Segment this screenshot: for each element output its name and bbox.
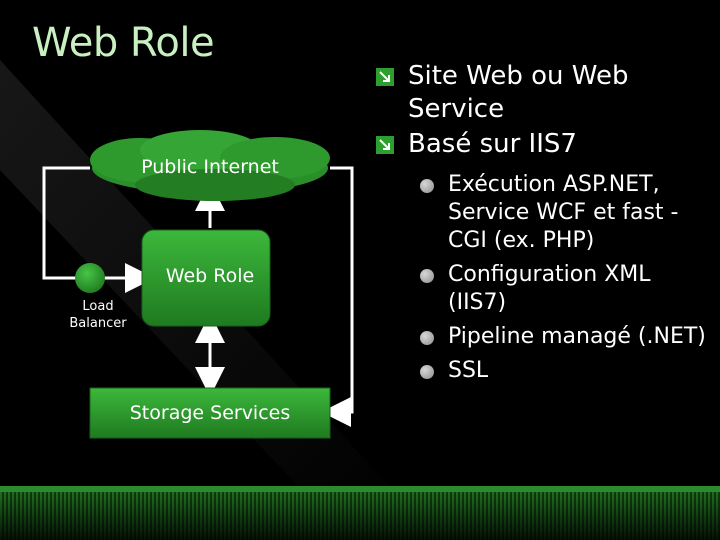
storage-services-box xyxy=(89,387,331,439)
bullet-base-iis7: Basé sur IIS7 xyxy=(372,128,712,161)
bullet-list: Site Web ou Web Service Basé sur IIS7 Ex… xyxy=(372,60,712,391)
public-internet-label: Public Internet xyxy=(141,156,279,178)
sub-bullet-config: Configuration XML (IIS7) xyxy=(372,261,712,317)
bullet-dot-icon xyxy=(420,365,434,379)
bullet-arrow-icon xyxy=(376,68,394,86)
sub-bullet-pipeline: Pipeline managé (.NET) xyxy=(372,323,712,351)
bullet-arrow-icon xyxy=(376,136,394,154)
load-balancer-node xyxy=(75,263,105,293)
sub-bullet-text: SSL xyxy=(448,358,489,383)
lb-label-line1: Load xyxy=(82,299,114,314)
sub-bullet-ssl: SSL xyxy=(372,357,712,385)
bullet-site-web: Site Web ou Web Service xyxy=(372,60,712,126)
bullet-dot-icon xyxy=(420,179,434,193)
bullet-dot-icon xyxy=(420,269,434,283)
sub-bullet-aspnet: Exécution ASP.NET, Service WCF et fast -… xyxy=(372,171,712,255)
sub-bullet-text: Pipeline managé (.NET) xyxy=(448,324,706,349)
sub-bullet-text: Exécution ASP.NET, Service WCF et fast -… xyxy=(448,172,679,253)
load-balancer-label: Load Balancer xyxy=(60,298,136,332)
sub-bullet-list: Exécution ASP.NET, Service WCF et fast -… xyxy=(372,171,712,385)
web-role-label: Web Role xyxy=(165,265,255,287)
connector-lines xyxy=(42,166,354,427)
sub-bullet-text: Configuration XML (IIS7) xyxy=(448,262,651,315)
bullet-dot-icon xyxy=(420,331,434,345)
storage-services-label: Storage Services xyxy=(129,402,291,424)
web-role-box xyxy=(141,229,271,327)
public-internet-cloud xyxy=(90,130,330,201)
footer-band xyxy=(0,486,720,540)
bullet-text: Basé sur IIS7 xyxy=(408,129,577,159)
lb-label-line2: Balancer xyxy=(69,316,127,331)
slide-title: Web Role xyxy=(32,20,215,66)
bullet-text: Site Web ou Web Service xyxy=(408,61,629,124)
